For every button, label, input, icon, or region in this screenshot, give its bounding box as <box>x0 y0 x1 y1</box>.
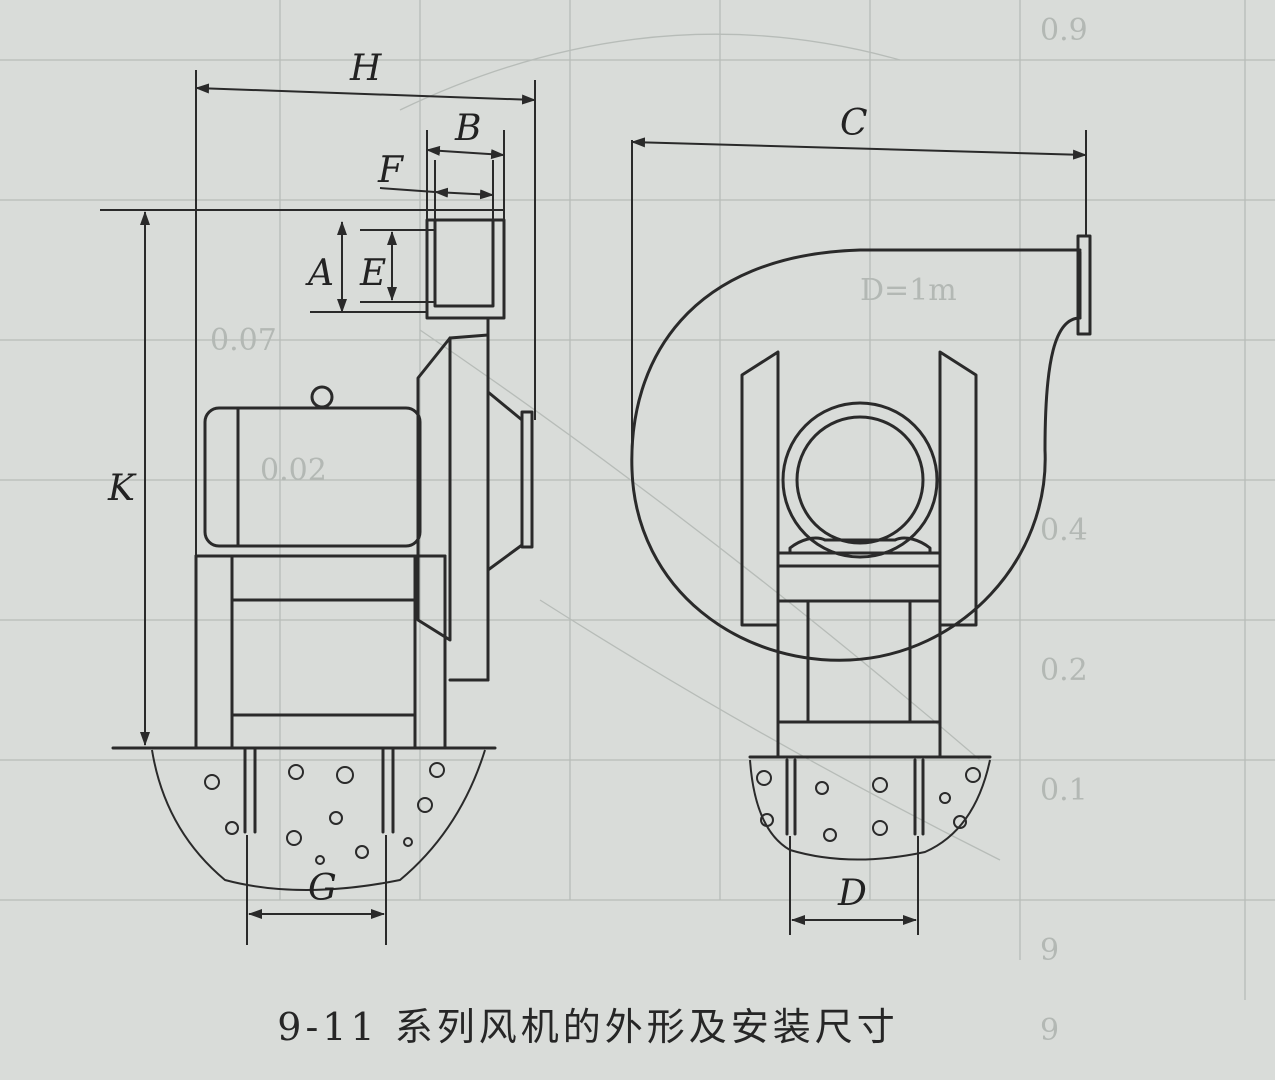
dim-label-A: A <box>305 253 334 294</box>
dim-label-C: C <box>840 103 868 144</box>
svg-text:0.2: 0.2 <box>1040 653 1088 688</box>
svg-text:9: 9 <box>1040 1013 1059 1048</box>
front-view <box>630 130 1092 935</box>
svg-text:0.9: 0.9 <box>1040 13 1088 48</box>
figure-caption: 9-11 系列风机的外形及安装尺寸 <box>277 1005 898 1049</box>
svg-text:0.02: 0.02 <box>260 453 327 488</box>
svg-text:9: 9 <box>1040 933 1059 968</box>
front-view-labels: C D <box>837 103 868 914</box>
dim-label-K: K <box>107 468 137 509</box>
dim-label-H: H <box>349 48 382 89</box>
dim-label-B: B <box>454 108 481 149</box>
svg-text:D=1m: D=1m <box>860 273 957 308</box>
side-view <box>100 70 536 945</box>
show-through-marks: 0.9 0.4 0.2 0.1 9 9 0.02 D=1m 0.07 <box>210 13 1088 1048</box>
side-view-labels: H B F A E K G <box>107 48 481 909</box>
svg-text:0.07: 0.07 <box>210 323 277 358</box>
svg-text:0.1: 0.1 <box>1040 773 1088 808</box>
front-view-dimensions <box>631 137 1087 925</box>
dim-label-E: E <box>359 253 386 294</box>
background-grid <box>0 0 1275 1000</box>
dim-label-F: F <box>377 150 405 191</box>
side-view-dimensions <box>140 83 536 919</box>
dim-label-G: G <box>308 868 337 909</box>
dim-label-D: D <box>837 873 867 914</box>
svg-text:0.4: 0.4 <box>1040 513 1088 548</box>
